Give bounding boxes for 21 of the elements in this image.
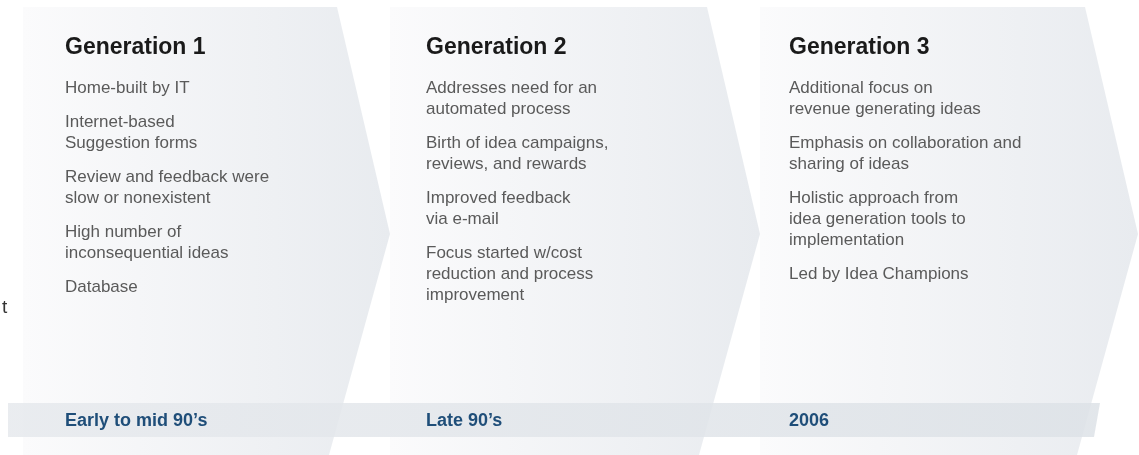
heading: Generation 3	[789, 33, 930, 60]
description-text: Improved feedback via e-mail	[426, 187, 572, 229]
description-text: Additional focus on revenue generating ideas	[789, 77, 982, 119]
description-text: Led by Idea Champions	[789, 263, 970, 284]
description-text: Holistic approach from idea generation tools to implementation	[789, 187, 967, 250]
description-text: Emphasis on collaboration and sharing of ideas	[789, 132, 1023, 174]
text-fragment: t	[2, 296, 8, 318]
date-label: 2006	[789, 410, 830, 431]
description-text: High number of inconsequential ideas	[65, 221, 230, 263]
description-text: Database	[65, 276, 139, 297]
description-text: Review and feedback were slow or nonexistent	[65, 166, 271, 208]
description-text: Home-built by IT	[65, 77, 191, 98]
heading: Generation 2	[426, 33, 567, 60]
heading: Generation 1	[65, 33, 206, 60]
description-text: Addresses need for an automated process	[426, 77, 599, 119]
description-text: Internet-based Suggestion forms	[65, 111, 199, 153]
date-label: Early to mid 90’s	[65, 410, 208, 431]
description-text: Birth of idea campaigns, reviews, and rewards	[426, 132, 610, 174]
timeline-band	[8, 403, 1100, 437]
date-label: Late 90’s	[426, 410, 503, 431]
description-text: Focus started w/cost reduction and process improvement	[426, 242, 595, 305]
